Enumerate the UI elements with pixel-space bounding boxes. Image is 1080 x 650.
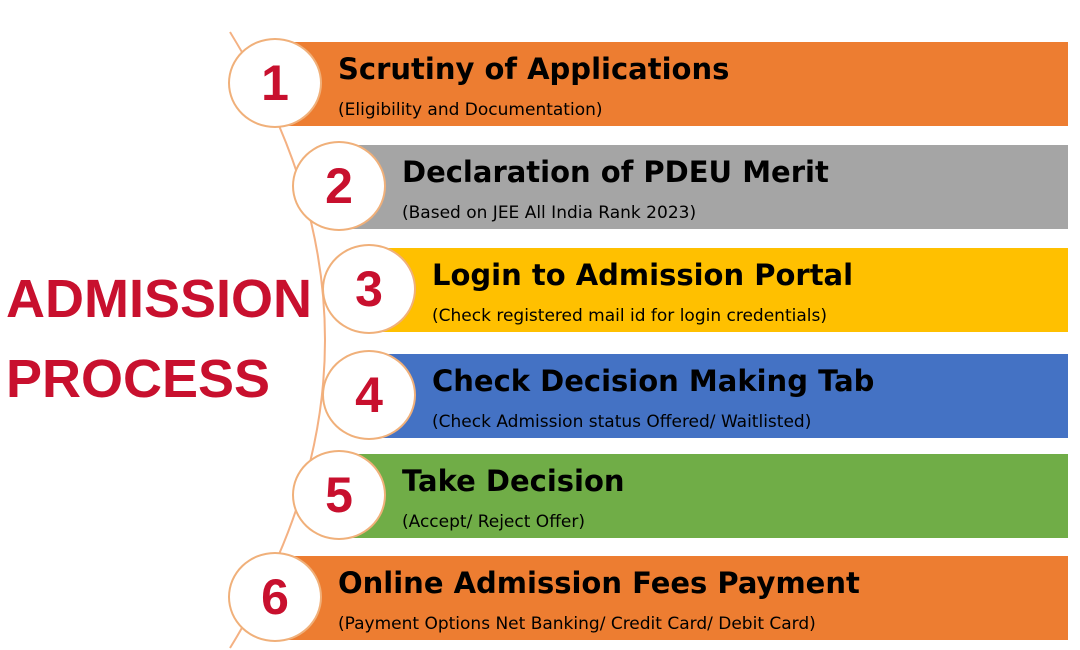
- step-bar: Take Decision (Accept/ Reject Offer): [340, 454, 1068, 538]
- step-number-circle: 5: [292, 450, 386, 540]
- step-3: Login to Admission Portal (Check registe…: [322, 244, 1068, 334]
- step-bar: Declaration of PDEU Merit (Based on JEE …: [340, 145, 1068, 229]
- step-heading: Online Admission Fees Payment: [338, 566, 860, 600]
- step-subtext: (Eligibility and Documentation): [338, 100, 603, 120]
- step-subtext: (Accept/ Reject Offer): [402, 512, 585, 532]
- step-number-circle: 3: [322, 244, 416, 334]
- step-number: 2: [325, 158, 353, 214]
- step-number-circle: 1: [228, 38, 322, 128]
- step-number: 4: [355, 367, 383, 423]
- step-2: Declaration of PDEU Merit (Based on JEE …: [292, 141, 1068, 231]
- step-subtext: (Payment Options Net Banking/ Credit Car…: [338, 614, 816, 634]
- step-number: 5: [325, 467, 353, 523]
- step-heading: Login to Admission Portal: [432, 258, 854, 292]
- step-5: Take Decision (Accept/ Reject Offer) 5: [292, 450, 1068, 540]
- title-line-2: PROCESS: [6, 349, 271, 409]
- step-bar: Online Admission Fees Payment (Payment O…: [276, 556, 1068, 640]
- step-number-circle: 2: [292, 141, 386, 231]
- step-number-circle: 6: [228, 552, 322, 642]
- step-4: Check Decision Making Tab (Check Admissi…: [322, 350, 1068, 440]
- step-number: 6: [261, 569, 289, 625]
- step-number-circle: 4: [322, 350, 416, 440]
- step-heading: Scrutiny of Applications: [338, 52, 730, 86]
- step-1: Scrutiny of Applications (Eligibility an…: [228, 38, 1068, 128]
- step-heading: Take Decision: [402, 464, 625, 498]
- step-bar: Scrutiny of Applications (Eligibility an…: [276, 42, 1068, 126]
- step-bar: Login to Admission Portal (Check registe…: [370, 248, 1068, 332]
- step-heading: Declaration of PDEU Merit: [402, 155, 829, 189]
- title-line-1: ADMISSION: [6, 269, 313, 329]
- step-subtext: (Check Admission status Offered/ Waitlis…: [432, 412, 812, 432]
- step-bar: Check Decision Making Tab (Check Admissi…: [370, 354, 1068, 438]
- step-subtext: (Based on JEE All India Rank 2023): [402, 203, 697, 223]
- step-6: Online Admission Fees Payment (Payment O…: [228, 552, 1068, 642]
- step-subtext: (Check registered mail id for login cred…: [432, 306, 827, 326]
- step-number: 1: [261, 55, 289, 111]
- step-heading: Check Decision Making Tab: [432, 364, 875, 398]
- step-number: 3: [355, 261, 383, 317]
